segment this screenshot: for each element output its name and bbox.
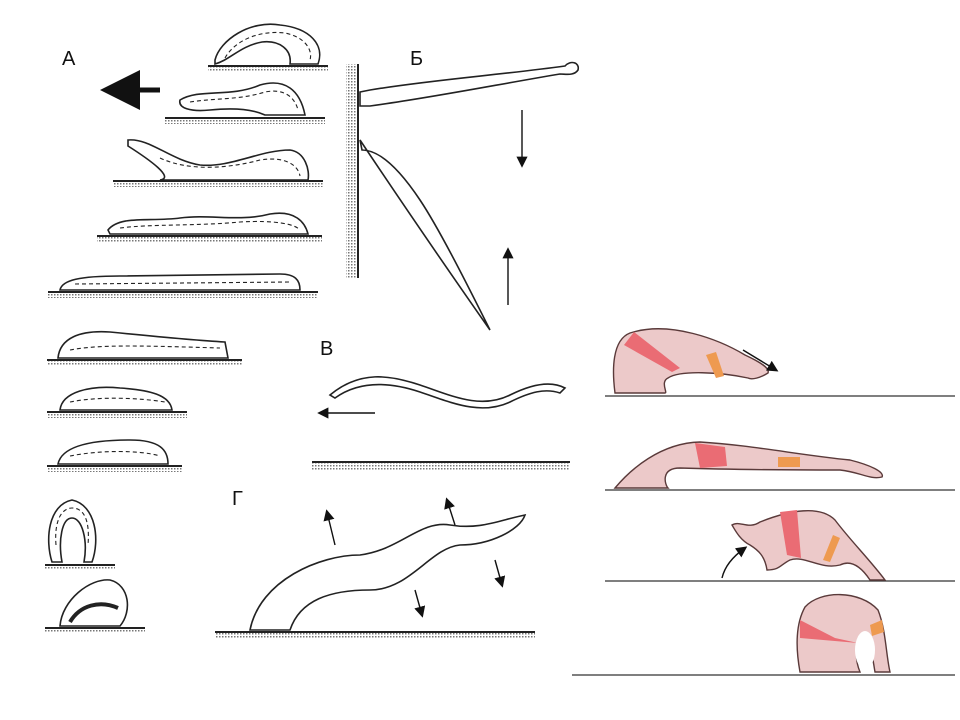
panel-g-rising: [215, 497, 535, 638]
colored-sequence: [572, 328, 955, 676]
panel-b-wall-attached: [346, 61, 580, 331]
panel-label-b: Б: [410, 48, 424, 70]
panel-label-a: А: [62, 48, 76, 70]
panel-a-sequence: [45, 23, 328, 633]
panel-label-g: Г: [232, 488, 243, 510]
panel-v-swimming: [312, 376, 570, 470]
panel-label-v: В: [320, 338, 334, 360]
